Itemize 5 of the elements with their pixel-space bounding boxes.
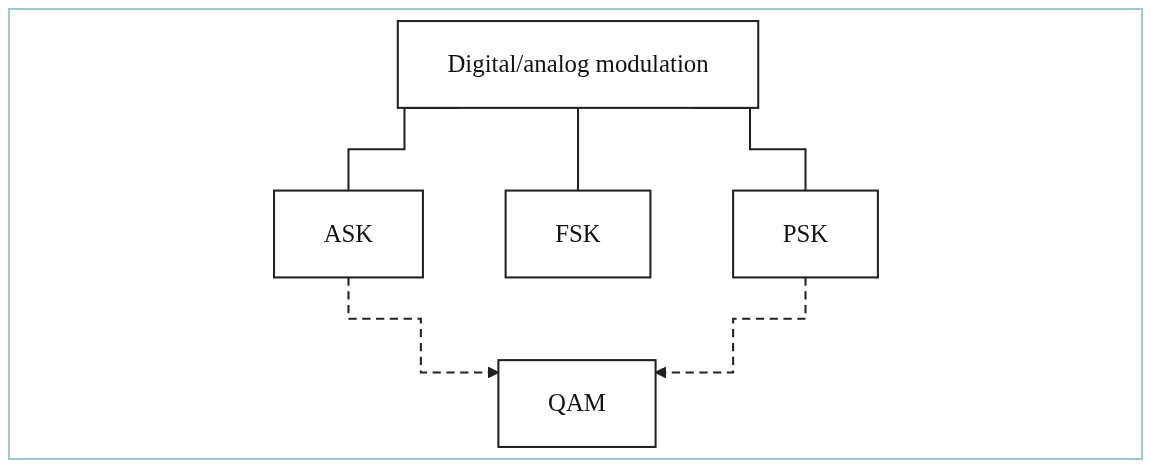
node-box: FSK	[504, 189, 651, 279]
node-box: PSK	[731, 189, 879, 279]
node-box: QAM	[496, 359, 657, 448]
node-box: Digital/analog modulation	[396, 20, 759, 109]
node-box: ASK	[272, 189, 424, 279]
